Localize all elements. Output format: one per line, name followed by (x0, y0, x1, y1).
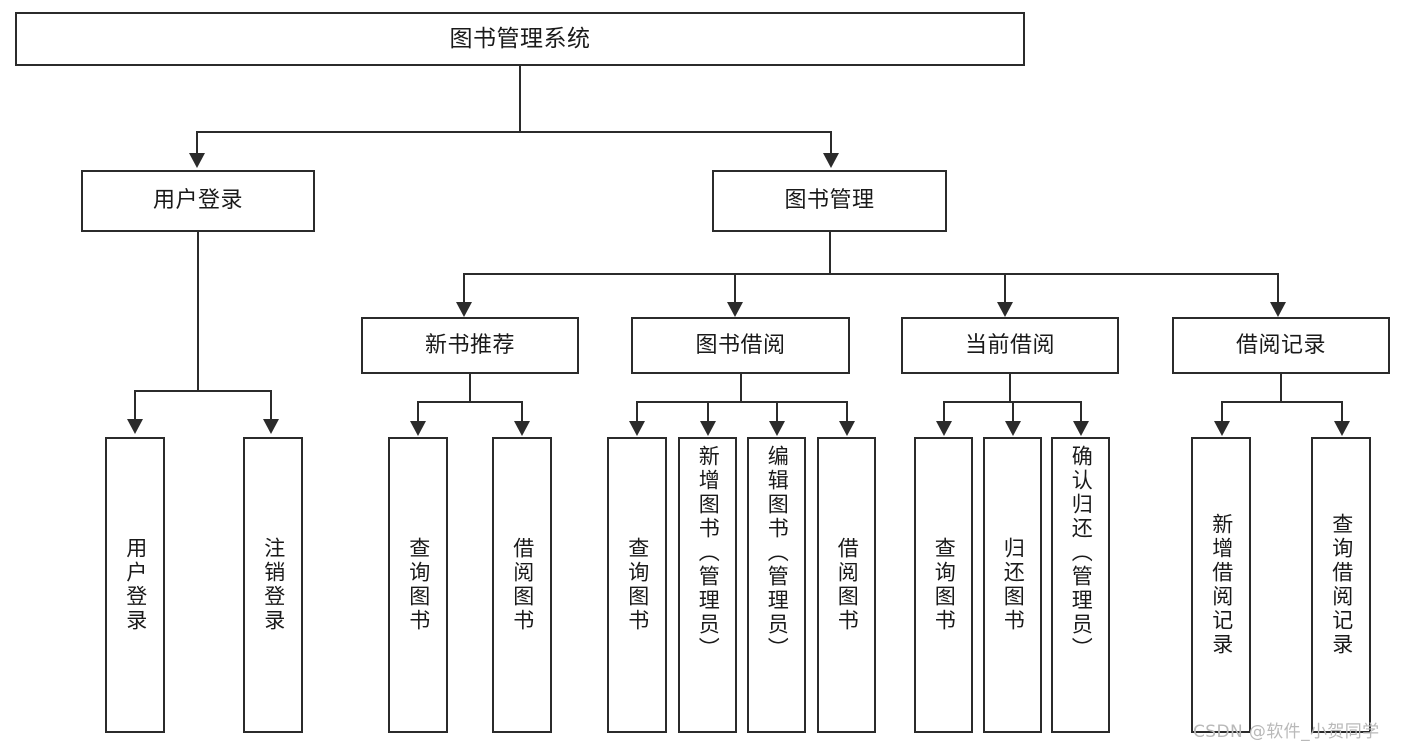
node-label: 归还图书 (1001, 537, 1026, 633)
node-label: 查询图书 (406, 537, 431, 633)
csdn-watermark: CSDN @软件_小贺同学 (1193, 722, 1380, 742)
arrow-book-borrow-to-leaf-4 (839, 421, 855, 436)
node-leaf-user-logout[interactable]: 注销登录 (243, 437, 303, 733)
edge-book-borrow-stem (740, 374, 742, 402)
edge-bm-to-book-borrow (734, 273, 736, 303)
arrow-book-borrow-to-leaf-2 (700, 421, 716, 436)
edge-borrow-record-bus (1221, 401, 1342, 403)
edge-bm-to-new-book (463, 273, 465, 303)
node-leaf-query-book-3[interactable]: 查询图书 (914, 437, 973, 733)
edge-book-borrow-to-leaf-4 (846, 401, 848, 422)
edge-current-borrow-to-leaf-1 (943, 401, 945, 422)
node-user-login[interactable]: 用户登录 (81, 170, 315, 232)
node-label: 注销登录 (261, 537, 286, 633)
node-label: 借阅图书 (510, 537, 535, 633)
node-label: 查询图书 (932, 537, 957, 633)
node-label: 当前借阅 (964, 332, 1055, 358)
edge-user-login-to-leaf-1 (134, 390, 136, 420)
edge-root-to-user-login (196, 131, 198, 155)
edge-book-borrow-bus (636, 401, 847, 403)
node-label: 借阅图书 (835, 537, 860, 633)
edge-book-borrow-to-leaf-2 (707, 401, 709, 422)
arrow-root-to-book-management (823, 153, 839, 168)
node-label: 新增图书（管理员） (696, 445, 721, 661)
node-leaf-confirm-return[interactable]: 确认归还（管理员） (1051, 437, 1110, 733)
node-borrow-record[interactable]: 借阅记录 (1172, 317, 1390, 374)
edge-book-management-stem (829, 232, 831, 274)
edge-current-borrow-stem (1009, 374, 1011, 402)
arrow-new-book-to-leaf-1 (410, 421, 426, 436)
arrow-borrow-record-to-leaf-2 (1334, 421, 1350, 436)
edge-current-borrow-to-leaf-3 (1080, 401, 1082, 422)
node-label: 用户登录 (152, 188, 243, 214)
arrow-current-borrow-to-leaf-3 (1073, 421, 1089, 436)
arrow-root-to-user-login (189, 153, 205, 168)
node-leaf-query-record[interactable]: 查询借阅记录 (1311, 437, 1371, 733)
edge-user-login-bus (134, 390, 270, 392)
node-leaf-add-book[interactable]: 新增图书（管理员） (678, 437, 737, 733)
arrow-current-borrow-to-leaf-1 (936, 421, 952, 436)
node-leaf-query-book-2[interactable]: 查询图书 (607, 437, 667, 733)
edge-root-to-book-management (830, 131, 832, 155)
node-label: 查询图书 (625, 537, 650, 633)
node-label: 新增借阅记录 (1209, 513, 1234, 657)
node-label: 查询借阅记录 (1329, 513, 1354, 657)
edge-new-book-stem (469, 374, 471, 402)
node-leaf-query-book-1[interactable]: 查询图书 (388, 437, 448, 733)
node-label: 用户登录 (123, 537, 148, 633)
node-book-management[interactable]: 图书管理 (712, 170, 947, 232)
edge-book-borrow-to-leaf-3 (776, 401, 778, 422)
edge-book-borrow-to-leaf-1 (636, 401, 638, 422)
arrow-new-book-to-leaf-2 (514, 421, 530, 436)
arrow-book-borrow-to-leaf-1 (629, 421, 645, 436)
arrow-bm-to-book-borrow (727, 302, 743, 317)
node-leaf-edit-book[interactable]: 编辑图书（管理员） (747, 437, 806, 733)
node-current-borrow[interactable]: 当前借阅 (901, 317, 1119, 374)
arrow-bm-to-borrow-record (1270, 302, 1286, 317)
edge-borrow-record-to-leaf-1 (1221, 401, 1223, 422)
node-label: 编辑图书（管理员） (765, 445, 790, 661)
node-label: 确认归还（管理员） (1069, 445, 1094, 661)
node-leaf-user-login[interactable]: 用户登录 (105, 437, 165, 733)
edge-book-management-bus (463, 273, 1277, 275)
node-leaf-borrow-book-2[interactable]: 借阅图书 (817, 437, 876, 733)
node-leaf-borrow-book-1[interactable]: 借阅图书 (492, 437, 552, 733)
node-new-book-recommend[interactable]: 新书推荐 (361, 317, 579, 374)
edge-new-book-bus (417, 401, 522, 403)
arrow-book-borrow-to-leaf-3 (769, 421, 785, 436)
node-label: 图书管理系统 (449, 25, 591, 52)
node-book-borrow[interactable]: 图书借阅 (631, 317, 850, 374)
arrow-bm-to-current-borrow (997, 302, 1013, 317)
node-label: 新书推荐 (424, 332, 515, 358)
node-label: 借阅记录 (1235, 332, 1326, 358)
edge-user-login-stem (197, 232, 199, 391)
edge-bm-to-borrow-record (1277, 273, 1279, 303)
edge-new-book-to-leaf-2 (521, 401, 523, 422)
edge-root-bus (196, 131, 832, 133)
edge-root-stem (519, 66, 521, 132)
edge-current-borrow-to-leaf-2 (1012, 401, 1014, 422)
node-label: 图书管理 (784, 188, 875, 214)
edge-borrow-record-to-leaf-2 (1341, 401, 1343, 422)
node-label: 图书借阅 (695, 332, 786, 358)
node-root-system[interactable]: 图书管理系统 (15, 12, 1025, 66)
arrow-borrow-record-to-leaf-1 (1214, 421, 1230, 436)
node-leaf-add-record[interactable]: 新增借阅记录 (1191, 437, 1251, 733)
node-leaf-return-book[interactable]: 归还图书 (983, 437, 1042, 733)
edge-user-login-to-leaf-2 (270, 390, 272, 420)
edge-borrow-record-stem (1280, 374, 1282, 402)
arrow-user-login-to-leaf-2 (263, 419, 279, 434)
arrow-user-login-to-leaf-1 (127, 419, 143, 434)
edge-bm-to-current-borrow (1004, 273, 1006, 303)
edge-new-book-to-leaf-1 (417, 401, 419, 422)
arrow-bm-to-new-book (456, 302, 472, 317)
arrow-current-borrow-to-leaf-2 (1005, 421, 1021, 436)
